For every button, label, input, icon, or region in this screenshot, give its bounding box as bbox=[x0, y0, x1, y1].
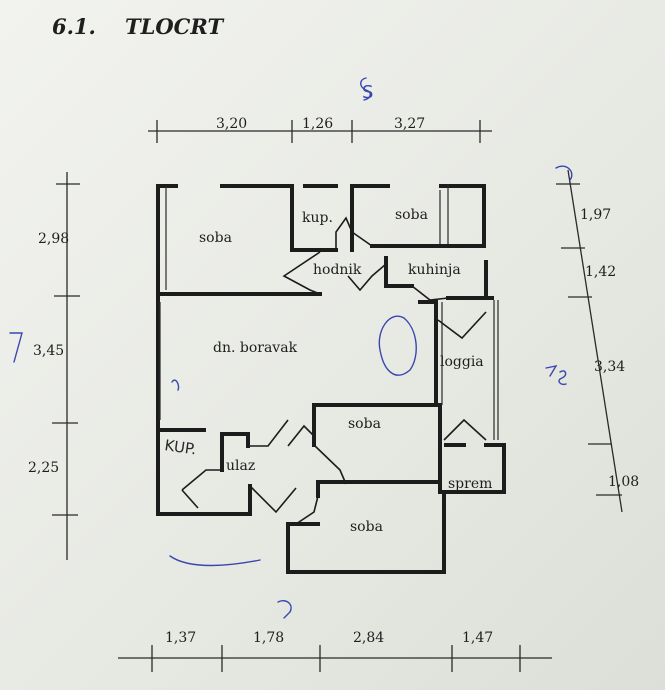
room-kup-top: kup. bbox=[302, 210, 333, 226]
room-sprem: sprem bbox=[448, 476, 492, 492]
room-soba-bottom: soba bbox=[350, 519, 383, 535]
room-hodnik: hodnik bbox=[313, 262, 362, 278]
bottom-dim-2: 1,78 bbox=[253, 630, 284, 646]
room-kup-bottom: KUP. bbox=[163, 436, 197, 458]
walls bbox=[156, 184, 506, 574]
top-dim-2: 1,26 bbox=[302, 116, 333, 132]
bottom-dim-3: 2,84 bbox=[353, 630, 384, 646]
right-dim-4: 1,08 bbox=[608, 474, 639, 490]
thin-lines bbox=[159, 184, 499, 440]
right-dim-3: 3,34 bbox=[594, 359, 625, 375]
bottom-dim-1: 1,37 bbox=[165, 630, 196, 646]
right-dimension-line bbox=[556, 169, 623, 513]
section-title: TLOCRT bbox=[125, 14, 224, 39]
left-dim-2: 3,45 bbox=[33, 343, 64, 359]
left-dim-3: 2,25 bbox=[28, 460, 59, 476]
room-loggia: loggia bbox=[440, 354, 484, 370]
room-soba-top-left: soba bbox=[199, 230, 232, 246]
top-dimension-line bbox=[148, 120, 492, 143]
room-ulaz: ulaz bbox=[226, 458, 255, 474]
annotation-letter-s: S bbox=[362, 82, 373, 103]
pen-annotations bbox=[9, 77, 573, 619]
top-dim-3: 3,27 bbox=[394, 116, 425, 132]
bottom-dimension-line bbox=[118, 645, 552, 672]
room-kuhinja: kuhinja bbox=[408, 262, 461, 278]
room-soba-middle: soba bbox=[348, 416, 381, 432]
top-dim-1: 3,20 bbox=[216, 116, 247, 132]
left-dimension-line bbox=[52, 172, 80, 560]
right-dim-2: 1,42 bbox=[585, 264, 616, 280]
right-dim-1: 1,97 bbox=[580, 207, 611, 223]
room-soba-top-right: soba bbox=[395, 207, 428, 223]
door-swings bbox=[181, 216, 487, 525]
room-dn-boravak: dn. boravak bbox=[213, 340, 298, 356]
section-number: 6.1. bbox=[52, 14, 96, 39]
bottom-dim-4: 1,47 bbox=[462, 630, 493, 646]
left-dim-1: 2,98 bbox=[38, 231, 69, 247]
